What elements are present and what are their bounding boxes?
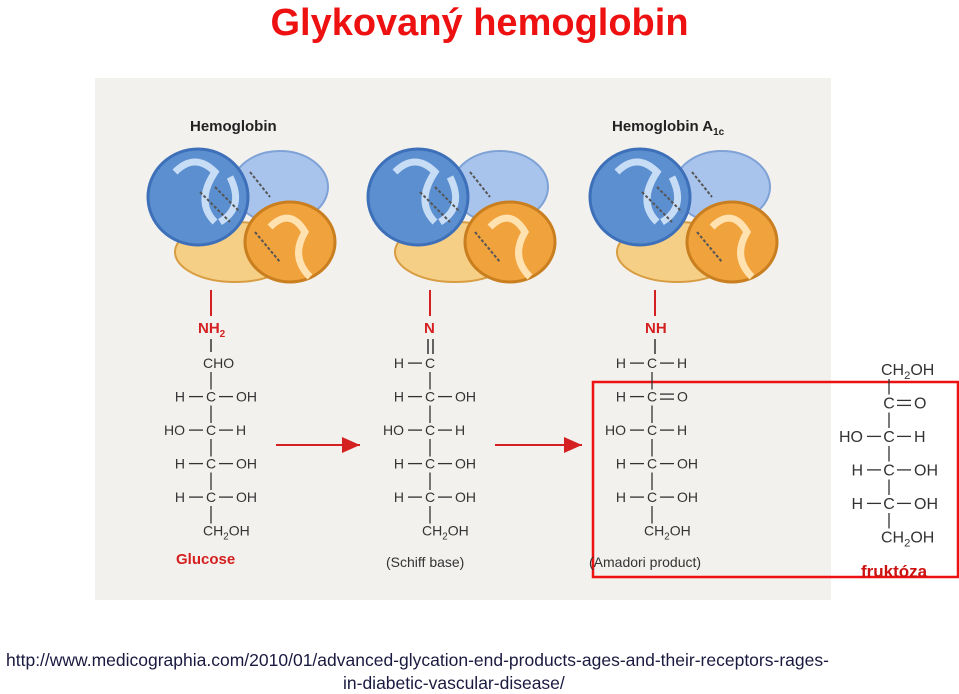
hemoglobin-a1c-label: Hemoglobin A1c (612, 118, 725, 138)
glucose-row-3-left: HO (164, 422, 185, 438)
schiff-row-5-center: C (425, 489, 435, 505)
glucose-row-3-right: H (236, 422, 246, 438)
amadori-row-5-center: C (647, 489, 657, 505)
amadori-row-1-left: H (616, 355, 626, 371)
schiff-row-5-left: H (394, 489, 404, 505)
fructose-row-5-center: C (883, 496, 895, 513)
fructose-row-5-left: H (851, 496, 863, 513)
schiff-row-1-center: C (425, 355, 435, 371)
glucose-row-4-left: H (175, 456, 185, 472)
amadori-row-4-left: H (616, 456, 626, 472)
hemoglobin-molecule-3 (588, 147, 779, 284)
fructose-row-4-center: C (883, 463, 895, 480)
hemoglobin-a1c-text: Hemoglobin A (612, 118, 713, 135)
fructose-row-3-left: HO (839, 429, 863, 446)
amadori-row-3-right: H (677, 422, 687, 438)
glucose-row-4-center: C (206, 456, 216, 472)
glucose-row-4-right: OH (236, 456, 257, 472)
glucose-row-6-center: CH2OH (203, 523, 250, 543)
fructose-name: fruktóza (861, 562, 928, 581)
fructose-row-3-right: H (914, 429, 926, 446)
schiff-base-name: (Schiff base) (386, 554, 464, 570)
amadori-highlight-box (591, 380, 959, 579)
glucose-row-2-right: OH (236, 389, 257, 405)
schiff-row-4-right: OH (455, 456, 476, 472)
nh2-label: NH2 (198, 320, 226, 340)
schiff-row-4-left: H (394, 456, 404, 472)
fructose-row-4-left: H (851, 463, 863, 480)
glucose-row-3-center: C (206, 422, 216, 438)
amadori-row-4-right: OH (677, 456, 698, 472)
glucose-row-1-center: CHO (203, 355, 234, 371)
amadori-row-6-center: CH2OH (644, 523, 691, 543)
hemoglobin-molecule-2 (366, 147, 557, 284)
fructose-row-4-right: OH (914, 463, 938, 480)
amadori-row-2-center: C (647, 389, 657, 405)
schiff-row-3-center: C (425, 422, 435, 438)
source-url-line-1[interactable]: http://www.medicographia.com/2010/01/adv… (6, 650, 829, 670)
glucose-row-5-right: OH (236, 489, 257, 505)
amadori-row-4-center: C (647, 456, 657, 472)
amadori-row-2-right: O (677, 389, 688, 405)
schiff-row-4-center: C (425, 456, 435, 472)
schiff-row-3-left: HO (383, 422, 404, 438)
schiff-row-1-left: H (394, 355, 404, 371)
page-title: Glykovaný hemoglobin (270, 2, 689, 44)
amadori-row-5-left: H (616, 489, 626, 505)
nh-label: NH (645, 320, 667, 337)
schiff-row-2-right: OH (455, 389, 476, 405)
glucose-row-2-left: H (175, 389, 185, 405)
amadori-row-2-left: H (616, 389, 626, 405)
fructose-row-2-right: O (914, 396, 926, 413)
schiff-row-6-center: CH2OH (422, 523, 469, 543)
hemoglobin-label: Hemoglobin (190, 118, 277, 135)
amadori-row-3-center: C (647, 422, 657, 438)
fructose-row-6-center: CH2OH (881, 530, 934, 550)
hemoglobin-a1c-subscript: 1c (713, 127, 725, 138)
schiff-row-5-right: OH (455, 489, 476, 505)
fructose-row-2-center: C (883, 396, 895, 413)
amadori-row-1-right: H (677, 355, 687, 371)
amadori-row-5-right: OH (677, 489, 698, 505)
source-url-line-2[interactable]: in-diabetic-vascular-disease/ (343, 673, 565, 693)
amadori-row-1-center: C (647, 355, 657, 371)
fructose-row-5-right: OH (914, 496, 938, 513)
fructose-row-3-center: C (883, 429, 895, 446)
amadori-name: (Amadori product) (589, 554, 701, 570)
schiff-row-2-left: H (394, 389, 404, 405)
glucose-row-2-center: C (206, 389, 216, 405)
glucose-name: Glucose (176, 551, 235, 568)
amadori-row-3-left: HO (605, 422, 626, 438)
schiff-row-3-right: H (455, 422, 465, 438)
glucose-row-5-left: H (175, 489, 185, 505)
n-label: N (424, 320, 435, 337)
glucose-row-5-center: C (206, 489, 216, 505)
fructose-row-1-center: CH2OH (881, 362, 934, 382)
schiff-row-2-center: C (425, 389, 435, 405)
hemoglobin-molecule-1 (146, 147, 337, 284)
